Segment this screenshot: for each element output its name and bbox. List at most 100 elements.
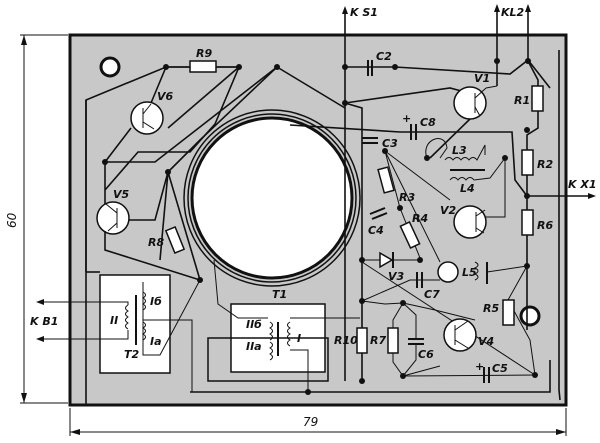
trace bbox=[167, 66, 278, 173]
label-c8-plus: + bbox=[402, 112, 411, 125]
trace bbox=[485, 85, 498, 89]
label-l3: L3 bbox=[452, 144, 467, 157]
trace bbox=[507, 265, 536, 376]
capacitor-c4-plate bbox=[369, 207, 386, 215]
inductor-l5 bbox=[473, 261, 479, 281]
arrow-up-icon bbox=[525, 4, 531, 12]
pad bbox=[392, 64, 398, 70]
label-v5: V5 bbox=[113, 188, 130, 201]
trace bbox=[213, 259, 268, 319]
trace bbox=[384, 150, 441, 263]
transistor-v1-emitter bbox=[474, 106, 481, 117]
transistor-v2-emitter bbox=[475, 227, 485, 234]
label-l5: L5 bbox=[462, 266, 477, 279]
transformer-t1-coil-iia bbox=[269, 341, 273, 361]
trace bbox=[344, 102, 363, 381]
trace bbox=[167, 66, 240, 129]
diode-v3 bbox=[379, 251, 394, 269]
transformer-t2-lead bbox=[40, 301, 129, 305]
arrow-down-icon bbox=[21, 393, 27, 403]
inductor-l3 bbox=[444, 144, 486, 161]
transformer-t2-coil-ib bbox=[142, 291, 146, 311]
label-c8: C8 bbox=[420, 116, 436, 129]
transformer-t1-inner bbox=[207, 337, 329, 382]
label-v2: V2 bbox=[440, 204, 457, 217]
central-cutout-ring bbox=[187, 113, 357, 283]
trace bbox=[361, 261, 536, 376]
trace bbox=[150, 66, 167, 104]
label-r10: R10 bbox=[334, 334, 358, 347]
trace bbox=[526, 60, 539, 330]
trace bbox=[384, 150, 401, 209]
transformer-t2-lead bbox=[40, 330, 129, 340]
pad bbox=[494, 58, 500, 64]
label-c7: C6 bbox=[418, 348, 434, 361]
arrow-right-icon bbox=[588, 193, 596, 199]
label-t1: T1 bbox=[272, 288, 287, 301]
pad bbox=[424, 155, 430, 161]
resistor-r9 bbox=[189, 60, 217, 73]
central-cutout-ring bbox=[183, 109, 361, 287]
transistor-v1-collector bbox=[474, 87, 487, 99]
trace bbox=[402, 302, 476, 321]
trace bbox=[361, 300, 404, 305]
trace bbox=[558, 50, 561, 401]
trace bbox=[345, 58, 551, 89]
label-kl2: KL2 bbox=[501, 6, 525, 19]
trace bbox=[159, 171, 169, 261]
inductor-l3-loop bbox=[425, 138, 448, 159]
pad bbox=[524, 127, 530, 133]
label-t1-winding-iib: IIб bbox=[246, 318, 262, 331]
transistor-v6-emitter bbox=[142, 121, 155, 130]
transformer-t1-coil-iib bbox=[269, 321, 273, 341]
transistor-v2 bbox=[453, 205, 487, 239]
inductor-l4 bbox=[449, 157, 506, 181]
transformer-t2-coil-ia bbox=[142, 321, 146, 341]
trace bbox=[104, 231, 201, 281]
label-c6: C7 bbox=[424, 288, 440, 301]
pad bbox=[417, 257, 423, 263]
label-t2: T2 bbox=[124, 348, 140, 361]
label-c4: C4 bbox=[368, 224, 384, 237]
arrow-right-icon bbox=[556, 429, 566, 435]
label-c5-plus: + bbox=[475, 360, 484, 373]
pad bbox=[305, 389, 311, 395]
transistor-v5-emitter bbox=[107, 222, 118, 232]
transistor-v4-emitter bbox=[454, 339, 469, 349]
label-c5: C5 bbox=[492, 362, 508, 375]
trace bbox=[402, 302, 417, 339]
label-c3: C3 bbox=[382, 137, 398, 150]
trace bbox=[289, 124, 528, 197]
label-v4: V4 bbox=[478, 335, 494, 348]
label-ks1: K S1 bbox=[350, 6, 378, 19]
label-r1: R1 bbox=[514, 94, 530, 107]
label-v3: V3 bbox=[388, 270, 405, 283]
label-r6: R6 bbox=[537, 219, 553, 232]
label-v1: V1 bbox=[474, 72, 490, 85]
label-r4: R4 bbox=[412, 212, 428, 225]
resistor-r7 bbox=[387, 327, 399, 354]
resistor-r8 bbox=[164, 226, 186, 254]
transistor-v6-collector bbox=[142, 103, 152, 115]
transformer-t1-coil-i bbox=[287, 321, 291, 347]
label-v6: V6 bbox=[157, 90, 174, 103]
transformer-t2-primary bbox=[142, 279, 201, 356]
resistor-r1 bbox=[531, 85, 544, 112]
arrow-left-icon bbox=[36, 336, 44, 342]
trace bbox=[402, 374, 536, 377]
label-c2: C2 bbox=[376, 50, 392, 63]
arrow-up-icon bbox=[342, 6, 348, 14]
label-t2-winding-ib: Iб bbox=[150, 295, 162, 308]
resistor-r10 bbox=[356, 327, 368, 354]
trace bbox=[276, 66, 346, 109]
resistor-r6 bbox=[521, 209, 534, 236]
label-r8: R8 bbox=[148, 236, 164, 249]
board-border bbox=[68, 33, 568, 407]
label-kx1: K X1 bbox=[568, 178, 597, 191]
resistor-r5 bbox=[502, 299, 515, 326]
trace bbox=[486, 265, 528, 273]
resistor-r4 bbox=[399, 221, 421, 249]
resistor-r3 bbox=[377, 166, 395, 194]
arrow-up-icon bbox=[494, 4, 500, 12]
label-kb1: K B1 bbox=[30, 315, 58, 328]
